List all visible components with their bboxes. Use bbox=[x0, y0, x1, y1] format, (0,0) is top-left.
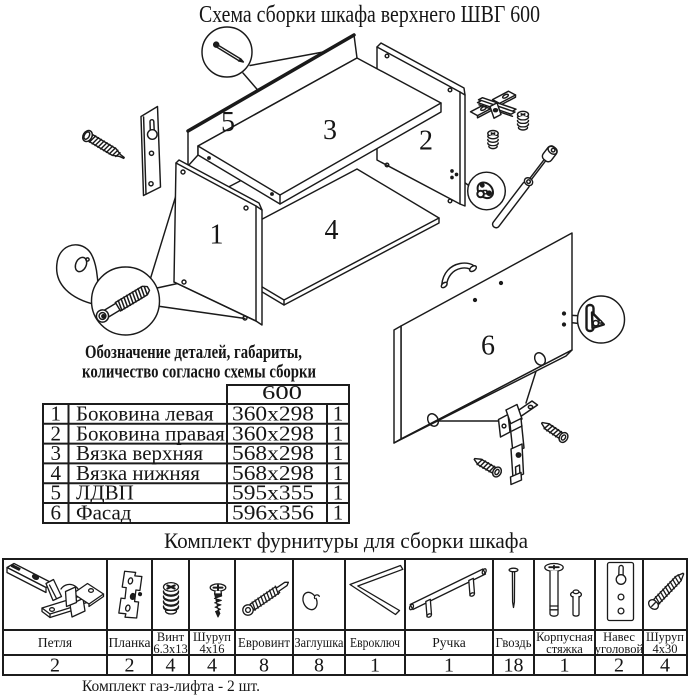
svg-text:Вязка нижняя: Вязка нижняя bbox=[76, 461, 200, 485]
svg-text:1: 1 bbox=[370, 655, 380, 677]
svg-text:360х298: 360х298 bbox=[232, 402, 314, 426]
svg-text:2: 2 bbox=[125, 655, 135, 677]
svg-text:6: 6 bbox=[50, 501, 61, 525]
svg-text:4х30: 4х30 bbox=[653, 642, 678, 656]
svg-text:568х298: 568х298 bbox=[232, 441, 314, 465]
svg-text:Комплект газ-лифта - 2 шт.: Комплект газ-лифта - 2 шт. bbox=[82, 678, 260, 695]
svg-text:1: 1 bbox=[50, 402, 61, 426]
svg-text:Вязка верхняя: Вязка верхняя bbox=[76, 441, 203, 465]
svg-text:2: 2 bbox=[50, 421, 61, 445]
svg-text:600: 600 bbox=[262, 383, 302, 404]
svg-text:595х355: 595х355 bbox=[232, 481, 314, 505]
svg-text:1: 1 bbox=[333, 421, 344, 445]
svg-text:Боковина левая: Боковина левая bbox=[76, 402, 214, 426]
svg-text:Навес: Навес bbox=[603, 630, 635, 644]
svg-text:18: 18 bbox=[504, 655, 524, 677]
svg-text:1: 1 bbox=[333, 441, 344, 465]
svg-text:количество согласно схемы сбор: количество согласно схемы сборки bbox=[82, 362, 316, 383]
svg-text:Планка: Планка bbox=[108, 635, 150, 650]
svg-text:5: 5 bbox=[221, 107, 235, 138]
svg-text:596х356: 596х356 bbox=[232, 501, 314, 525]
svg-text:Евровинт: Евровинт bbox=[238, 635, 290, 650]
svg-text:6: 6 bbox=[481, 331, 495, 362]
svg-text:3: 3 bbox=[323, 115, 337, 146]
svg-text:1: 1 bbox=[333, 461, 344, 485]
svg-text:5: 5 bbox=[50, 481, 61, 505]
svg-text:Евроключ: Евроключ bbox=[350, 635, 400, 650]
svg-text:3: 3 bbox=[50, 441, 61, 465]
svg-text:Заглушка: Заглушка bbox=[295, 635, 344, 650]
svg-text:Обозначение деталей, габариты,: Обозначение деталей, габариты, bbox=[85, 342, 302, 363]
svg-text:4: 4 bbox=[660, 655, 670, 677]
svg-text:Шуруп: Шуруп bbox=[193, 630, 231, 644]
svg-text:Схема сборки шкафа верхнего ШВ: Схема сборки шкафа верхнего ШВГ 600 bbox=[199, 2, 540, 28]
svg-text:Ручка: Ручка bbox=[432, 635, 465, 650]
svg-text:уголовой: уголовой bbox=[595, 642, 644, 656]
svg-text:1: 1 bbox=[333, 402, 344, 426]
svg-text:6.3х13: 6.3х13 bbox=[153, 642, 187, 656]
svg-text:Корпусная: Корпусная bbox=[536, 630, 593, 644]
svg-text:1: 1 bbox=[210, 220, 224, 251]
svg-text:Гвоздь: Гвоздь bbox=[496, 635, 532, 650]
svg-text:4: 4 bbox=[166, 655, 176, 677]
svg-text:4х16: 4х16 bbox=[200, 642, 225, 656]
svg-text:ЛДВП: ЛДВП bbox=[76, 481, 134, 505]
svg-text:1: 1 bbox=[560, 655, 570, 677]
svg-text:Фасад: Фасад bbox=[76, 501, 132, 525]
svg-text:360х298: 360х298 bbox=[232, 421, 314, 445]
svg-text:стяжка: стяжка bbox=[546, 642, 583, 656]
svg-text:8: 8 bbox=[259, 655, 269, 677]
svg-text:1: 1 bbox=[333, 481, 344, 505]
svg-text:2: 2 bbox=[50, 655, 60, 677]
svg-text:Шуруп: Шуруп bbox=[646, 630, 684, 644]
svg-text:4: 4 bbox=[325, 215, 339, 246]
svg-text:Винт: Винт bbox=[157, 630, 185, 644]
svg-text:4: 4 bbox=[207, 655, 217, 677]
svg-text:568х298: 568х298 bbox=[232, 461, 314, 485]
svg-text:Боковина правая: Боковина правая bbox=[76, 421, 225, 445]
svg-text:2: 2 bbox=[419, 126, 433, 157]
svg-text:2: 2 bbox=[614, 655, 624, 677]
svg-text:1: 1 bbox=[444, 655, 454, 677]
svg-text:8: 8 bbox=[314, 655, 324, 677]
svg-text:1: 1 bbox=[333, 501, 344, 525]
svg-text:Петля: Петля bbox=[38, 635, 72, 650]
svg-text:Комплект фурнитуры для сборки: Комплект фурнитуры для сборки шкафа bbox=[164, 528, 528, 553]
svg-text:4: 4 bbox=[50, 461, 61, 485]
